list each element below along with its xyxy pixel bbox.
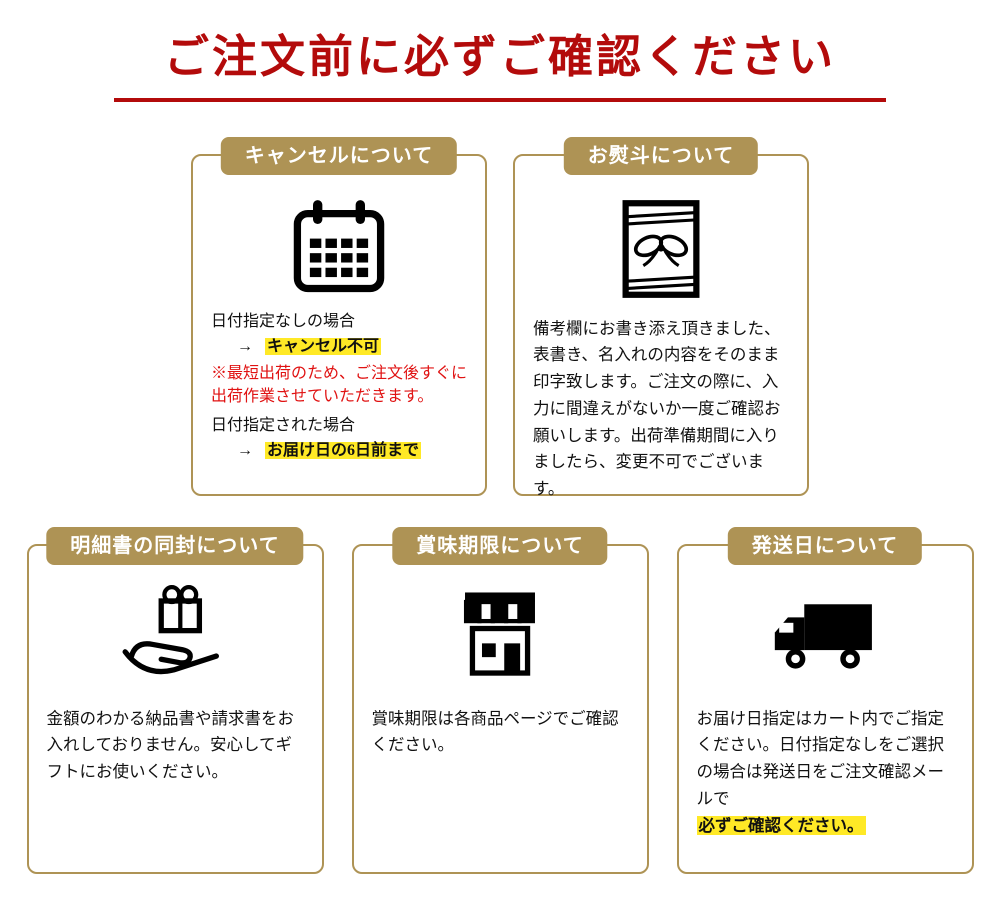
cancel-case2-line: → お届け日の6日前まで (211, 439, 467, 462)
shipping-body-text: お届け日指定はカート内でご指定ください。日付指定なしをご選択の場合は発送日をご注… (696, 708, 945, 808)
storefront-icon (354, 576, 647, 698)
cancel-case2-result: お届け日の6日前まで (265, 441, 422, 459)
page-title: ご注文前に必ずご確認ください (163, 32, 836, 82)
card-expiry: 賞味期限について 賞味期限は各商品ページでご確認ください。 (351, 526, 649, 874)
card-row-bottom: 明細書の同封について 金額のわかる納品書や請求書をお入れしておりません。安心して… (0, 526, 1000, 874)
cancel-case1-line: → キャンセル不可 (211, 335, 467, 358)
card-cancellation-title-badge: キャンセルについて (220, 136, 458, 175)
card-noshi: お熨斗について 備考欄にお書き添え頂きました、表書き、名入れの内容をそのまま印字… (513, 136, 809, 498)
card-shipping-title-badge: 発送日について (727, 526, 923, 565)
arrow-glyph: → (237, 337, 253, 355)
card-cancellation: キャンセルについて 日付指定なしの場合 → キャンセル不可 ※最短出荷のため、ご注… (191, 136, 487, 496)
card-cancellation-body: 日付指定なしの場合 → キャンセル不可 ※最短出荷のため、ご注文後すぐに出荷作業さ… (193, 308, 485, 480)
card-row-top: キャンセルについて 日付指定なしの場合 → キャンセル不可 ※最短出荷のため、ご注… (0, 136, 1000, 498)
truck-icon (679, 576, 972, 698)
title-underline (114, 97, 886, 102)
gift-hand-icon (29, 576, 322, 698)
card-shipping-body: お届け日指定はカート内でご指定ください。日付指定なしをご選択の場合は発送日をご注… (679, 698, 972, 854)
card-expiry-title-badge: 賞味期限について (392, 526, 608, 565)
cancel-case2-label: 日付指定された場合 (211, 416, 356, 434)
card-noshi-title-badge: お熨斗について (563, 136, 759, 175)
card-noshi-body: 備考欄にお書き添え頂きました、表書き、名入れの内容をそのまま印字致します。ご注文… (533, 318, 781, 499)
shipping-body-highlight: 必ずご確認ください。 (696, 815, 866, 835)
card-shipping: 発送日について お届け日指定はカート内でご指定ください。日付指定なしをご選択の場… (676, 526, 974, 874)
cancel-case1-result: キャンセル不可 (265, 337, 382, 355)
noshi-gift-icon (515, 190, 807, 308)
card-statement-title-badge: 明細書の同封について (46, 526, 304, 565)
cancel-warning-text: ※最短出荷のため、ご注文後すぐに出荷作業させていただきます。 (211, 365, 468, 406)
card-statement-body: 金額のわかる納品書や請求書をお入れしておりません。安心してギフトにお使いください… (46, 708, 295, 782)
cancel-case1-label: 日付指定なしの場合 (211, 312, 356, 330)
card-statement: 明細書の同封について 金額のわかる納品書や請求書をお入れしておりません。安心して… (26, 526, 324, 874)
calendar-icon (193, 190, 485, 308)
arrow-glyph: → (237, 441, 253, 459)
card-expiry-body: 賞味期限は各商品ページでご確認ください。 (371, 708, 619, 755)
